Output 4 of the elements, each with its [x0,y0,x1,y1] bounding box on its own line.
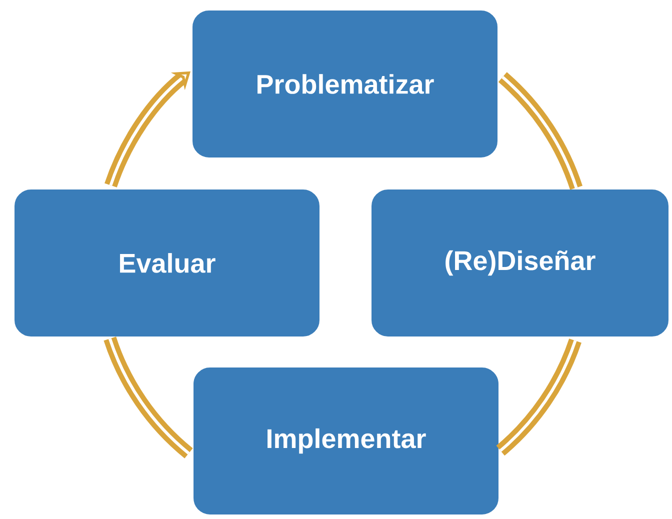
process-box: Implementar [190,364,502,518]
process-box: (Re)Diseñar [368,186,672,340]
process-box: Problematizar [190,8,500,160]
process-box: Evaluar [12,186,322,340]
